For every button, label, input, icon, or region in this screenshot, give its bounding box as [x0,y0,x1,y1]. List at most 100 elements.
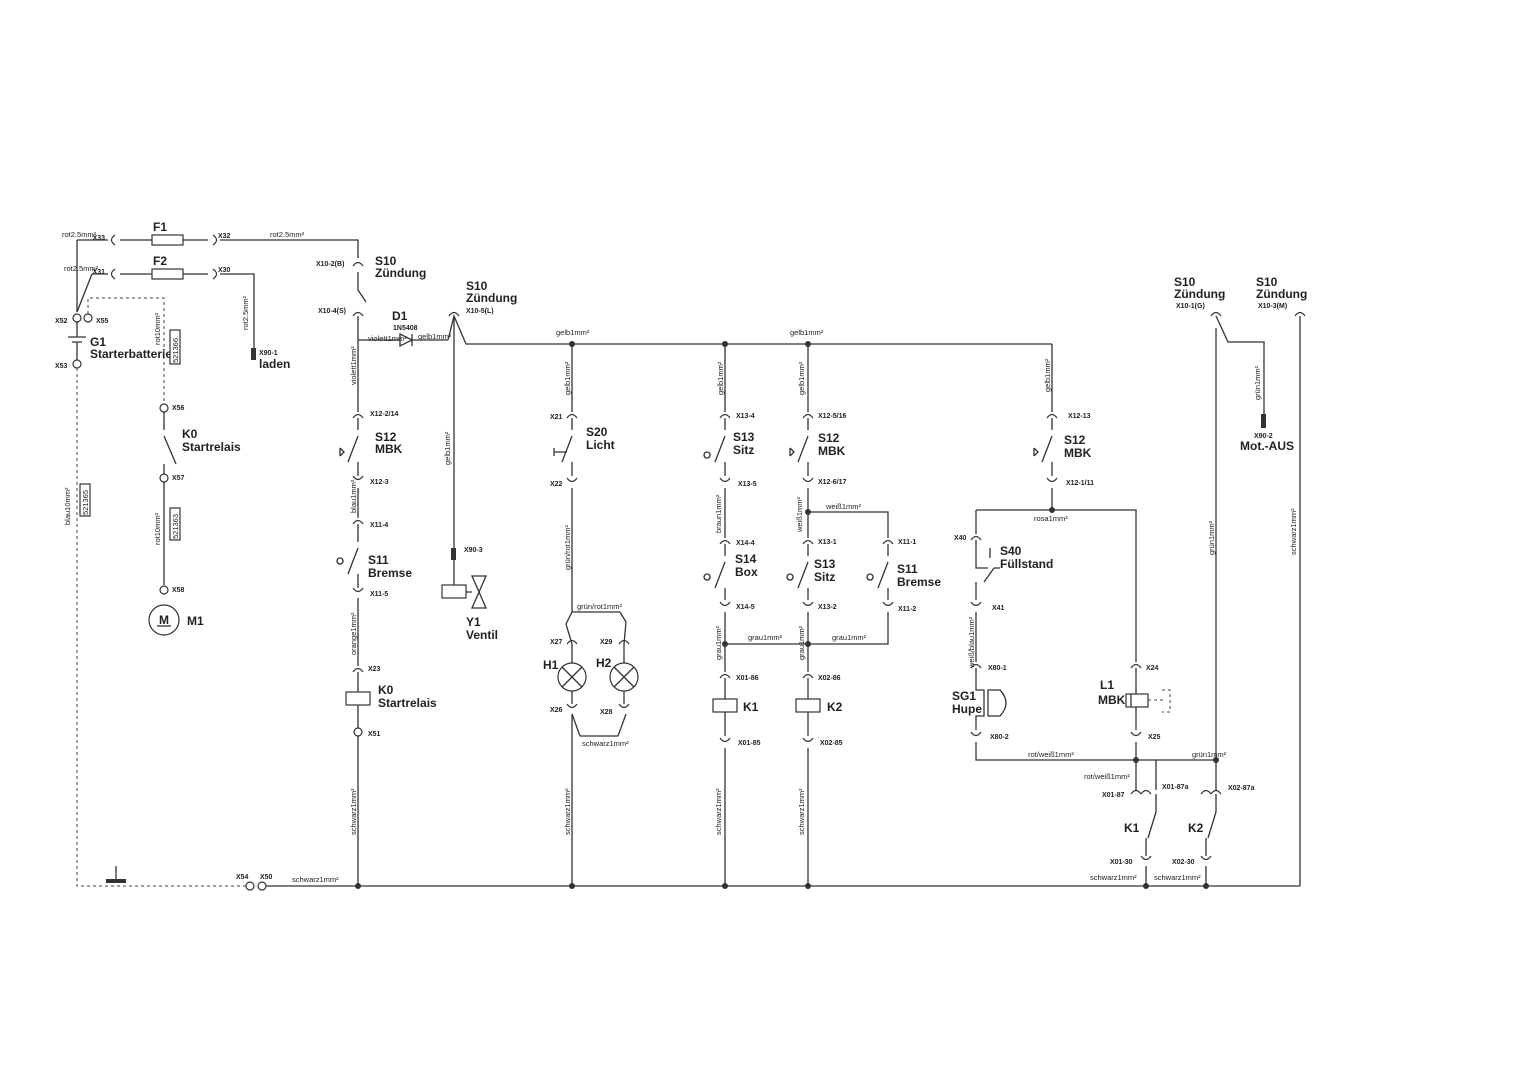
connector-label: X31 [93,269,106,276]
connector-label: X58 [172,587,185,594]
k2-coil-label: K2 [827,700,843,714]
wire-label: violett1mm² [349,346,358,385]
connector-label: X12-1/11 [1066,480,1094,487]
battery-label: G1 [90,335,106,349]
relay-coil-k2 [795,698,821,713]
connector-label: X13-2 [818,604,837,611]
connector-label: X10-3(M) [1258,303,1287,310]
wire-label: grau1mm² [797,625,806,660]
wire-label: weiß/blau1mm² [967,616,976,669]
wire-label: schwarz1mm² [349,788,358,835]
battery-symbol [68,336,86,343]
battery-name: Starterbatterie [90,347,172,361]
connector-label: X12-3 [370,479,389,486]
lamp-l1 [1125,693,1149,708]
s10-label: S10 [1256,275,1278,289]
connector-label: X01-86 [736,675,759,682]
connector-label: X40 [954,535,967,542]
connector-label: X80-2 [990,734,1009,741]
k2-contact-label: K2 [1188,821,1204,835]
motor-symbol [148,604,180,636]
s11-label: S11 [368,553,389,567]
wire-label: rot2.5mm² [241,295,250,330]
connector-label: X51 [368,731,381,738]
wire-label: blau1mm² [349,479,358,513]
k1-contact-label: K1 [1124,821,1140,835]
wire-label: gelb1mm² [418,332,452,341]
wire-label: grün1mm² [1192,750,1227,759]
wire-label: grün/rot1mm² [563,524,572,570]
wire-label: gelb1mm² [716,361,725,395]
wire-label: orange1mm² [349,612,358,655]
connector-label: X90-3 [464,547,483,554]
h1-label: H1 [543,658,559,672]
wire-label: schwarz1mm² [1090,873,1137,882]
s14-name: Box [735,565,758,579]
s10-label: S10 [466,279,488,293]
connector-label: X01-87 [1102,792,1125,799]
wire-label: grün1mm² [1253,365,1262,400]
connector-label: X02-86 [818,675,841,682]
s20-name: Licht [586,438,615,452]
wire-label: rosa1mm² [1034,514,1068,523]
fuse-f1 [151,234,184,246]
connector-label: X55 [96,318,109,325]
fuse-section: F1 rot2.5mm² X33 X32 rot2.5mm² F2 rot2.5… [55,220,359,887]
terminal-x90-1 [251,348,256,360]
s10-label: S10 [1174,275,1196,289]
wire-label: schwarz1mm² [563,788,572,835]
y1-name: Ventil [466,628,498,642]
motaus-label: Mot.-AUS [1240,439,1294,453]
connector-label: X54 [236,874,249,881]
wire-label: rot2.5mm² [270,230,305,239]
horn-symbol [987,689,1007,717]
wire-code: 521366 [171,338,180,363]
connector-label: X23 [368,666,381,673]
connector-label: X10-5(L) [466,308,494,315]
connector-label: X13-5 [738,481,757,488]
wire-label: violett1mm² [368,334,407,343]
s20-label: S20 [586,425,608,439]
k1-coil-label: K1 [743,700,759,714]
sg1-label: SG1 [952,689,976,703]
connector-label: X80-1 [988,665,1007,672]
light-column: gelb1mm² X21 S20 Licht X22 grün/rot1mm² … [543,344,639,886]
connector-label: X90-2 [1254,433,1273,440]
diode-d1: D1 1N5408 gelb1mm² S10 Zündung X10-5(L) … [392,279,1052,642]
connector-label: X14-5 [736,604,755,611]
connector-label: X10-2(B) [316,261,344,268]
k2-column: gelb1mm² X12-5/16 S12 MBK X12-6/17 weiß1… [786,344,941,886]
connector-label: X53 [55,363,68,370]
right-ignition: S10 Zündung X10-1(G) grün1mm² X90-2 Mot.… [1154,275,1307,886]
connector-label: X14-4 [736,540,755,547]
s12-name: MBK [375,442,403,456]
wire-label: gelb1mm² [443,431,452,465]
relay-coil-k1 [712,698,738,713]
wire-label: rot10mm² [153,512,162,545]
s13-label: S13 [814,557,836,571]
ground-bus: X54 X50 schwarz1mm² [236,874,1300,891]
connector-label: X50 [260,874,273,881]
wire-code: 521365 [81,490,90,515]
wire-label: gelb1mm² [1043,358,1052,392]
wire-label: grün1mm² [1207,520,1216,555]
wire-label: schwarz1mm² [1154,873,1201,882]
connector-label: X28 [600,709,613,716]
mbk-section: gelb1mm² X12-13 S12 MBK X12-1/11 rosa1mm… [952,344,1189,886]
connector-label: X12-5/16 [818,413,847,420]
connector-label: X01-30 [1110,859,1133,866]
connector-label: X11-4 [370,522,388,529]
connector-label: X21 [550,414,563,421]
s11-name: Bremse [368,566,412,580]
terminal-x90-3 [451,548,456,560]
s14-label: S14 [735,552,757,566]
s10-name: Zündung [1256,287,1307,301]
wire-label: gelb1mm² [563,361,572,395]
connector-label: X10-1(G) [1176,303,1205,310]
wire-label: gelb1mm² [790,328,824,337]
fuse-f2 [151,268,184,280]
fuse-f2-label: F2 [153,254,167,268]
s11-label: S11 [897,562,918,576]
connector-label: X12-6/17 [818,479,847,486]
